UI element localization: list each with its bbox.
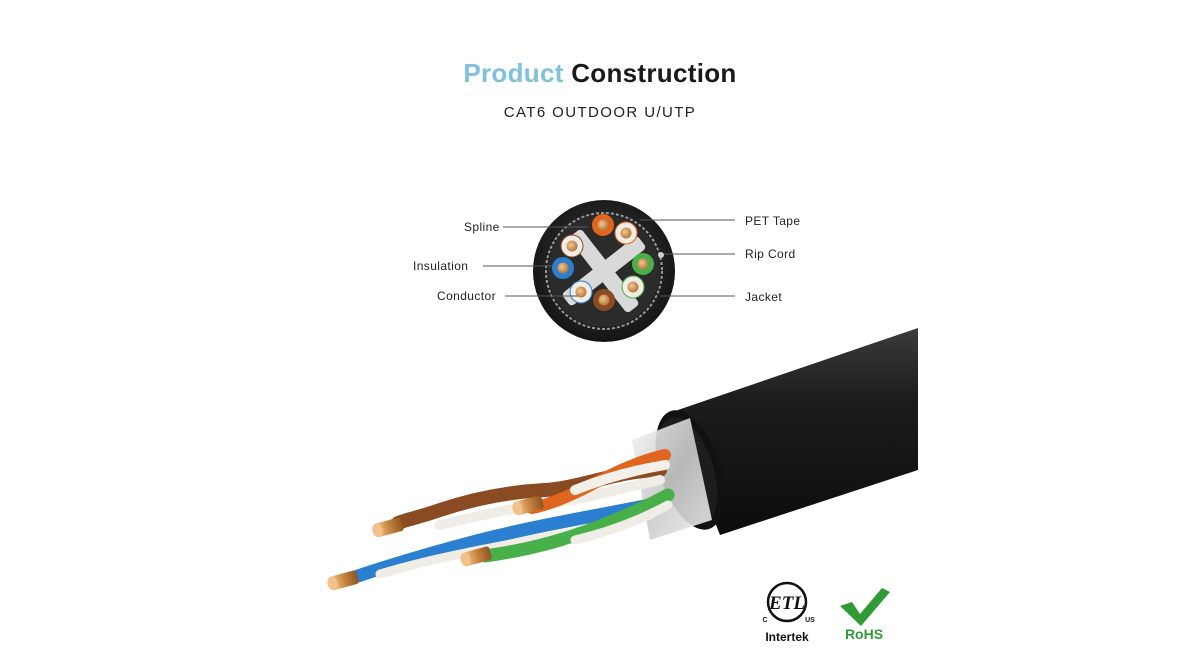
pair-green-wire xyxy=(478,488,675,563)
etl-maker-label: Intertek xyxy=(765,630,809,644)
callout-jacket: Jacket xyxy=(745,290,783,304)
etl-mark-text: ETL xyxy=(768,593,805,614)
conductor-green xyxy=(632,253,654,275)
pair-green-white-wire xyxy=(570,500,673,545)
page-title: Product Construction xyxy=(0,58,1200,89)
etl-c-mark: C xyxy=(762,617,767,624)
conductor-orange xyxy=(592,214,614,236)
etl-certification-badge: ETL C US Intertek xyxy=(752,578,822,648)
copper-tip-blue xyxy=(327,570,359,591)
copper-tip-orange xyxy=(512,495,544,516)
pair-orange-white-wire xyxy=(570,460,670,495)
conductor-brown-white-top xyxy=(560,234,584,258)
callout-pet-tape: PET Tape xyxy=(745,214,801,228)
copper-tip-brown xyxy=(372,517,404,538)
title-main-word: Construction xyxy=(571,58,737,88)
conductor-blue xyxy=(552,257,574,279)
conductor-blue-white xyxy=(569,280,593,304)
callout-rip-cord: Rip Cord xyxy=(745,247,796,261)
cable-type-subtitle: CAT6 OUTDOOR U/UTP xyxy=(503,104,697,121)
twisted-pairs xyxy=(345,449,675,585)
conductor-brown xyxy=(593,289,615,311)
rip-cord xyxy=(658,252,664,258)
conductor-orange-white xyxy=(614,221,638,245)
rohs-certification-badge: RoHS xyxy=(834,584,894,648)
pair-blue-wire xyxy=(345,498,657,585)
conductor-green-white xyxy=(621,275,645,299)
leader-lines xyxy=(483,219,735,297)
title-accent-word: Product xyxy=(463,58,564,88)
etl-us-mark: US xyxy=(805,617,815,624)
checkmark-icon xyxy=(840,588,890,626)
cross-section xyxy=(533,200,675,342)
callout-spline: Spline xyxy=(464,220,500,234)
copper-tip-green xyxy=(460,546,492,567)
callout-conductor: Conductor xyxy=(437,289,496,303)
pet-tape-ring xyxy=(545,212,663,330)
callout-insulation: Insulation xyxy=(413,259,469,273)
etl-listed-mark-icon: ETL C US xyxy=(762,581,815,624)
copper-tips xyxy=(327,495,544,591)
rohs-label: RoHS xyxy=(844,626,884,642)
